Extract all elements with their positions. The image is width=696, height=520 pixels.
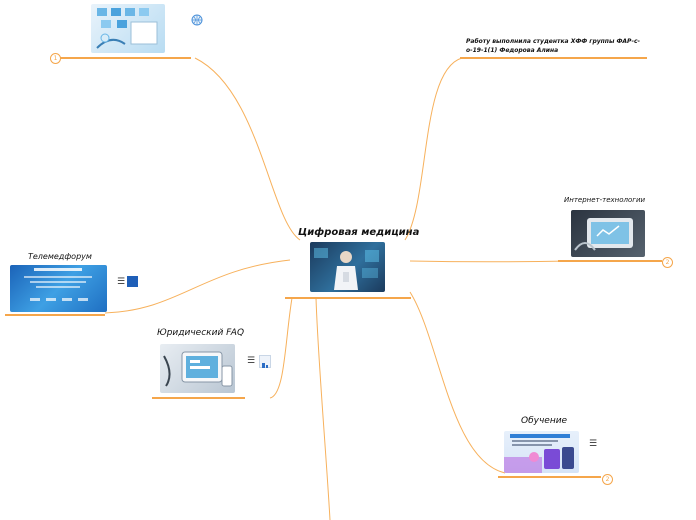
internet-topic-title[interactable]: Интернет-технологии <box>564 196 646 204</box>
legal-topic-underline <box>152 397 245 399</box>
internet-collapse-badge[interactable]: 2 <box>662 257 673 268</box>
author-topic-underline <box>460 57 647 59</box>
study-topic-title[interactable]: Обучение <box>521 416 568 426</box>
world-globe-icon[interactable] <box>191 14 203 26</box>
doc-attachment-icon[interactable] <box>259 355 271 368</box>
central-topic-image <box>310 242 385 292</box>
legal-topic-title[interactable]: Юридический FAQ <box>157 328 245 338</box>
author-text-line2[interactable]: о-19-1(1) Федорова Алина <box>466 47 559 54</box>
study-collapse-badge[interactable]: 2 <box>602 474 613 485</box>
doctor-digital-screen-icon <box>314 248 379 290</box>
author-text-line1[interactable]: Работу выполнила студентка ХФФ группы ФА… <box>466 38 640 45</box>
legal-topic-image <box>160 344 235 393</box>
telemed-notes-icon[interactable]: ☰ <box>117 277 126 287</box>
central-topic-underline <box>285 297 411 299</box>
telemed-topic-title[interactable]: Телемедфорум <box>28 252 92 261</box>
central-topic-title[interactable]: Цифровая медицина <box>298 227 420 238</box>
telemed-topic-image <box>10 265 107 312</box>
medical-tablet-stethoscope-icon <box>163 351 233 387</box>
medical-tablet-icons-icon <box>96 8 158 49</box>
top-left-topic-underline <box>60 57 191 59</box>
telemedicine-course-banner-icon <box>504 434 574 473</box>
top-left-topic-image <box>91 4 165 53</box>
telemedforum-banner-icon <box>24 268 92 301</box>
legal-notes-icon[interactable]: ☰ <box>247 356 256 366</box>
study-topic-underline <box>498 476 601 478</box>
telemed-topic-underline <box>5 314 105 316</box>
internet-topic-image <box>571 210 645 257</box>
internet-topic-underline <box>558 260 662 262</box>
study-notes-icon[interactable]: ☰ <box>589 439 598 449</box>
medical-tablet-stethoscope-icon <box>574 218 633 251</box>
study-topic-image <box>504 431 579 473</box>
blue-square-icon[interactable] <box>127 276 138 287</box>
